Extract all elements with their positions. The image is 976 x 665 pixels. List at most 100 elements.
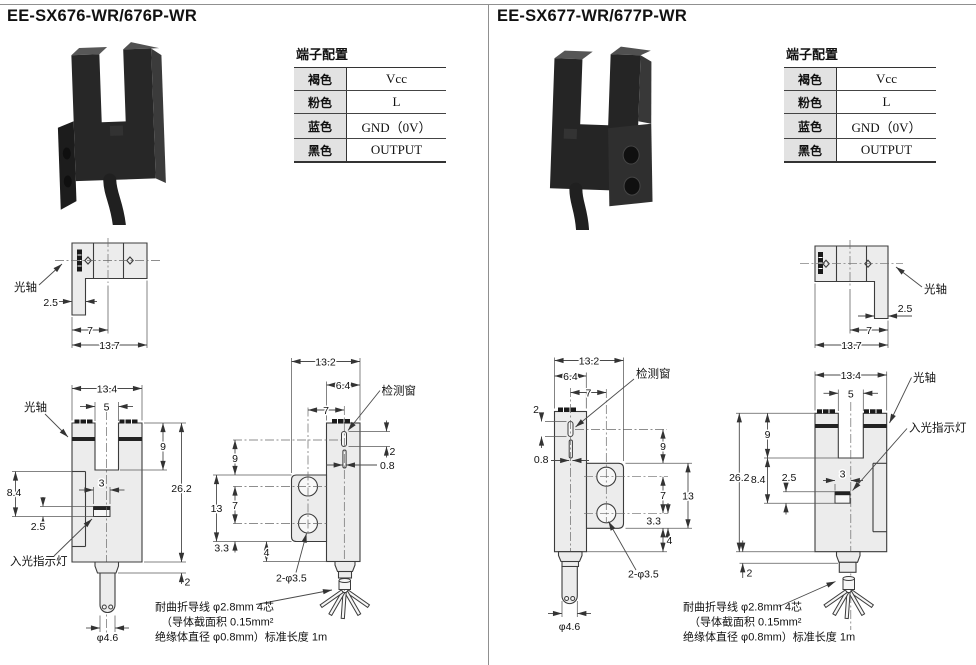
note-leader xyxy=(778,581,836,607)
dim-0p8: 0.8 xyxy=(534,454,549,466)
dimension-drawings-676: 2.5 7 13.7 光轴 13.4 xyxy=(5,238,418,646)
dim-13p7: 13.7 xyxy=(99,340,120,352)
terminal-config-677: 端子配置 褐色 Vcc 粉色 L 蓝色 GND（0V） 黑色 OUTPUT xyxy=(784,44,936,163)
side-view-676: 13.2 6.4 7 9 13 7 3.3 4 2 0.8 2-φ3.5 检测窗 xyxy=(209,355,418,620)
table-row: 黑色 OUTPUT xyxy=(784,138,936,162)
note-line-2: （导体截面积 0.15mm² xyxy=(161,615,274,629)
front-view-676: 13.4 5 9 26.2 8.4 2.5 3 2 φ4.6 光轴 xyxy=(5,382,193,646)
optical-axis-label: 光轴 xyxy=(913,371,936,385)
top-view-677: 2.5 7 13.7 光轴 xyxy=(800,240,949,354)
cable-boot xyxy=(835,551,861,563)
note-line-2: （导体截面积 0.15mm² xyxy=(689,615,802,629)
terminal-signal-cell: GND（0V） xyxy=(836,113,936,139)
optical-axis-leader xyxy=(44,413,69,438)
splayed-wires xyxy=(319,589,371,620)
page-title-676: EE-SX676-WR/676P-WR xyxy=(7,7,197,25)
optical-axis-label: 光轴 xyxy=(24,400,47,414)
cable-note-677: 耐曲折导线 φ2.8mm 4芯 （导体截面积 0.15mm² 绝缘体直径 φ0.… xyxy=(683,600,855,644)
cable-note-676: 耐曲折导线 φ2.8mm 4芯 （导体截面积 0.15mm² 绝缘体直径 φ0.… xyxy=(155,600,327,644)
dim-cable-dia: φ4.6 xyxy=(97,632,119,644)
terminal-color-cell: 黑色 xyxy=(294,138,347,162)
note-line-3: 绝缘体直径 φ0.8mm）标准长度 1m xyxy=(155,630,327,644)
top-view-676: 2.5 7 13.7 光轴 xyxy=(13,238,161,354)
dimension-drawings-677: 2.5 7 13.7 光轴 13.2 6.4 7 2 xyxy=(532,240,968,644)
terminal-color-cell: 褐色 xyxy=(784,67,837,91)
optical-axis-band xyxy=(72,437,95,441)
dim-4: 4 xyxy=(264,547,270,559)
dim-9: 9 xyxy=(660,441,666,453)
table-row: 粉色 L xyxy=(784,90,936,114)
front-view-677: 13.4 5 9 26.2 8.4 2.5 3 2 光轴 入光指示灯 xyxy=(728,369,968,630)
table-row: 蓝色 GND（0V） xyxy=(294,113,446,139)
terminal-config-676: 端子配置 褐色 Vcc 粉色 L 蓝色 GND（0V） 黑色 OUTPUT xyxy=(294,44,446,163)
terminal-table: 褐色 Vcc 粉色 L 蓝色 GND（0V） 黑色 OUTPUT xyxy=(784,67,936,163)
indicator-leader xyxy=(852,428,908,491)
detection-window-leader xyxy=(575,378,635,428)
dim-cable-dia: φ4.6 xyxy=(559,621,581,633)
sensor-photo-676-body xyxy=(57,42,166,225)
table-row: 蓝色 GND（0V） xyxy=(784,113,936,139)
table-row: 褐色 Vcc xyxy=(294,67,446,91)
note-line-1: 耐曲折导线 φ2.8mm 4芯 xyxy=(155,600,274,614)
terminal-signal-cell: L xyxy=(836,90,936,114)
splayed-wires xyxy=(823,589,875,620)
dim-7-holes: 7 xyxy=(660,490,666,502)
terminal-color-cell: 蓝色 xyxy=(294,113,347,139)
table-row: 褐色 Vcc xyxy=(784,67,936,91)
dim-26p2: 26.2 xyxy=(729,472,750,484)
terminal-signal-cell: OUTPUT xyxy=(836,138,936,162)
dim-3p3: 3.3 xyxy=(214,543,229,555)
detection-window-leader xyxy=(347,390,381,431)
dim-13p4: 13.4 xyxy=(97,384,118,396)
dim-2: 2 xyxy=(533,404,539,416)
indicator-leader xyxy=(53,518,93,557)
holes-leader xyxy=(295,533,307,573)
dim-13p2: 13.2 xyxy=(315,357,336,369)
terminal-signal-cell: Vcc xyxy=(346,67,446,91)
cable xyxy=(99,572,116,613)
dim-7: 7 xyxy=(87,325,93,337)
dim-7: 7 xyxy=(866,325,872,337)
detection-window-label: 检测窗 xyxy=(636,367,671,381)
note-line-3: 绝缘体直径 φ0.8mm）标准长度 1m xyxy=(683,630,855,644)
table-row: 黑色 OUTPUT xyxy=(294,138,446,162)
indicator-label: 入光指示灯 xyxy=(10,554,68,568)
dim-7: 7 xyxy=(585,388,591,400)
terminal-signal-cell: GND（0V） xyxy=(346,113,446,139)
optical-axis-band xyxy=(815,424,839,428)
dim-7-holes: 7 xyxy=(232,500,238,512)
terminal-signal-cell: Vcc xyxy=(836,67,936,91)
optical-axis-label: 光轴 xyxy=(924,282,947,296)
dim-6p4: 6.4 xyxy=(336,380,351,392)
product-photo-676 xyxy=(57,42,166,225)
dim-9: 9 xyxy=(160,441,166,453)
dim-3: 3 xyxy=(99,478,105,490)
terminal-color-cell: 蓝色 xyxy=(784,113,837,139)
optical-axis-leader xyxy=(38,263,63,286)
note-line-1: 耐曲折导线 φ2.8mm 4芯 xyxy=(683,600,802,614)
dim-9: 9 xyxy=(765,429,771,441)
terminal-table-title: 端子配置 xyxy=(786,47,839,62)
optical-axis-label: 光轴 xyxy=(14,280,37,294)
note-leader xyxy=(255,589,333,605)
terminal-table: 褐色 Vcc 粉色 L 蓝色 GND（0V） 黑色 OUTPUT xyxy=(294,67,446,163)
dim-2p5: 2.5 xyxy=(898,303,913,315)
dim-26p2: 26.2 xyxy=(171,483,192,495)
column-divider xyxy=(488,4,489,665)
terminal-color-cell: 粉色 xyxy=(784,90,837,114)
dim-0p8: 0.8 xyxy=(380,460,395,472)
terminal-color-cell: 褐色 xyxy=(294,67,347,91)
dim-2: 2 xyxy=(390,446,396,458)
indicator-label: 入光指示灯 xyxy=(909,421,967,435)
dim-2: 2 xyxy=(747,568,753,580)
terminal-signal-cell: L xyxy=(346,90,446,114)
dim-8p4: 8.4 xyxy=(7,487,22,499)
dim-3: 3 xyxy=(840,469,846,481)
page-title-677: EE-SX677-WR/677P-WR xyxy=(497,7,687,25)
dim-13p2: 13.2 xyxy=(579,356,600,368)
side-view-677: 13.2 6.4 7 2 0.8 9 7 13 3.3 4 2-φ3.5 检测窗 xyxy=(532,354,696,635)
table-row: 粉色 L xyxy=(294,90,446,114)
terminal-table-title: 端子配置 xyxy=(296,47,349,62)
dim-3p3: 3.3 xyxy=(646,516,661,528)
